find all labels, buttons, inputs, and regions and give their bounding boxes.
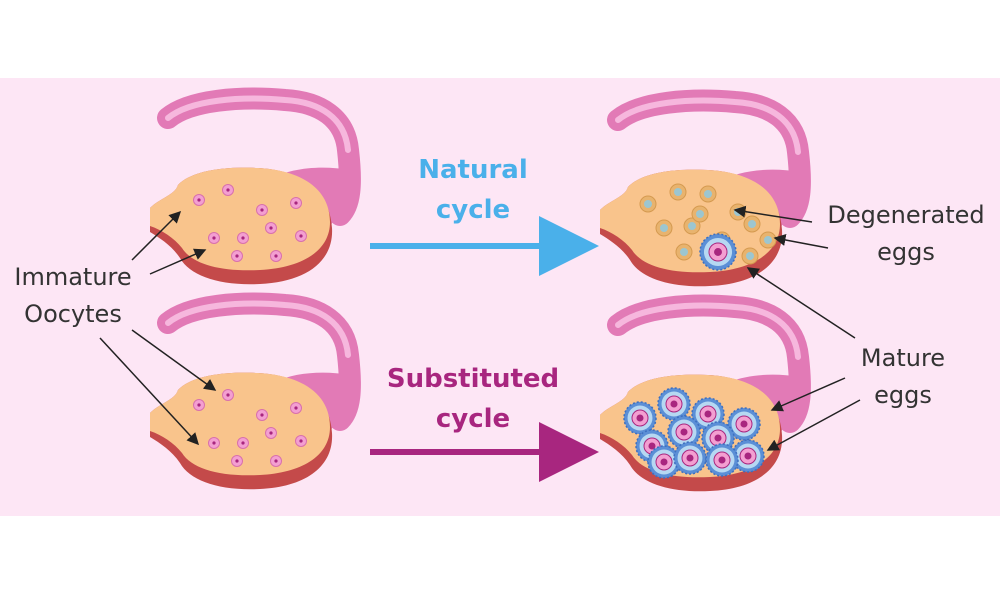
immature-oocytes-label-line1: Immature (14, 263, 131, 291)
immature-oocyte (290, 402, 302, 414)
mature-egg (623, 401, 657, 435)
pointer-mature-2 (770, 377, 846, 412)
substituted-label-line1: Substituted (387, 364, 559, 394)
immature-oocyte (270, 250, 282, 262)
degenerated-egg (669, 183, 687, 201)
mature-egg (667, 415, 701, 449)
immature-oocyte (231, 455, 243, 467)
immature-oocyte (295, 230, 307, 242)
mature-eggs-label-line2: eggs (874, 381, 932, 409)
substituted-label-line2: cycle (436, 404, 510, 434)
immature-oocyte (290, 197, 302, 209)
immature-oocyte (295, 435, 307, 447)
pointer-degenerated-1 (733, 205, 813, 223)
degenerated-egg (741, 247, 759, 265)
degenerated-eggs-label-line1: Degenerated (827, 201, 984, 229)
pointer-lines (99, 205, 861, 451)
degenerated-egg (683, 217, 701, 235)
mature-egg (657, 387, 691, 421)
pointer-immature-4 (99, 337, 200, 446)
degenerated-egg (655, 219, 673, 237)
ovary-bottom-left (150, 304, 355, 490)
degenerated-egg (691, 205, 709, 223)
degenerated-egg (743, 215, 761, 233)
immature-oocyte (265, 427, 277, 439)
mature-egg (731, 439, 765, 473)
natural-label-line2: cycle (436, 195, 510, 225)
degenerated-egg (675, 243, 693, 261)
mature-eggs-label-line1: Mature (861, 344, 945, 372)
natural-label-line1: Natural (418, 155, 528, 185)
mature-egg-single (699, 233, 737, 271)
immature-oocytes-label-line2: Oocytes (24, 300, 122, 328)
immature-oocyte (222, 184, 234, 196)
immature-oocyte (222, 389, 234, 401)
immature-oocyte (270, 455, 282, 467)
pointer-mature-1 (746, 267, 856, 339)
pointer-mature-3 (766, 399, 861, 451)
pointer-immature-3 (131, 329, 217, 391)
pointer-degenerated-2 (773, 234, 829, 249)
immature-oocyte (208, 437, 220, 449)
ovary-top-left (150, 99, 355, 285)
degenerated-egg (699, 185, 717, 203)
mature-egg (673, 441, 707, 475)
degenerated-eggs-label-line2: eggs (877, 238, 935, 266)
immature-oocyte (256, 409, 268, 421)
immature-oocyte (256, 204, 268, 216)
mature-egg (727, 407, 761, 441)
immature-oocytes-top (193, 184, 307, 262)
immature-oocytes-bottom (193, 389, 307, 467)
immature-oocyte (208, 232, 220, 244)
immature-oocyte (193, 194, 205, 206)
mature-egg (705, 443, 739, 477)
degenerated-eggs-cluster (639, 183, 777, 265)
degenerated-egg (639, 195, 657, 213)
immature-oocyte (237, 437, 249, 449)
pointer-immature-2 (149, 248, 207, 275)
mature-egg (699, 233, 737, 271)
immature-oocyte (231, 250, 243, 262)
mature-eggs-cluster (623, 387, 765, 479)
immature-oocyte (193, 399, 205, 411)
immature-oocyte (237, 232, 249, 244)
degenerated-egg (759, 231, 777, 249)
immature-oocyte (265, 222, 277, 234)
pointer-immature-1 (131, 210, 182, 261)
